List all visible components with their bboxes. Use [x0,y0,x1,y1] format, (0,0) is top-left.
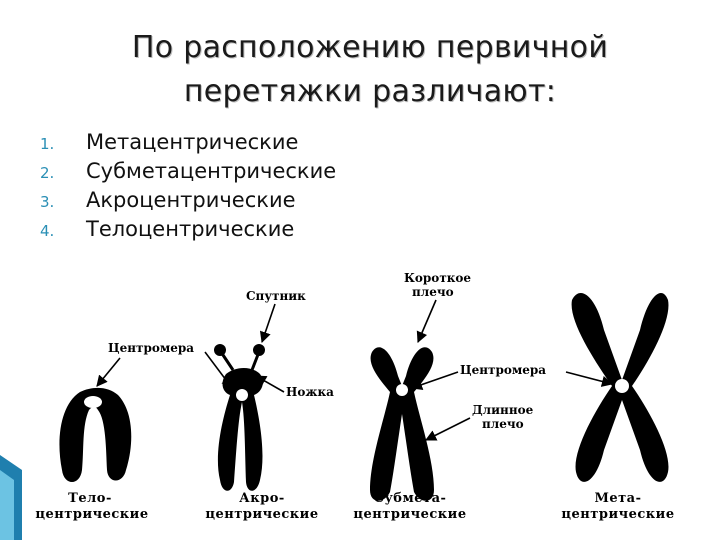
list-number: 4. [40,222,55,240]
list-item: 2. Субметацентрические [40,159,336,188]
list-number: 2. [40,164,55,182]
slide-title: По расположению первичной перетяжки разл… [60,26,680,114]
list-label: Субметацентрические [86,159,337,183]
title-line-2: перетяжки различают: [183,74,557,109]
caption-submetacentric-2: центрические [353,507,466,522]
caption-acrocentric-2: центрические [205,507,318,522]
label-centromere-left: Центромера [108,341,194,355]
list-item: 4. Телоцентрические [40,217,336,246]
label-long-arm-1: Длинное [472,403,534,417]
acrocentric-chromosome [214,344,265,491]
label-centromere-right: Центромера [460,363,546,377]
list-number: 3. [40,193,55,211]
list-item: 1. Метацентрические [40,130,336,159]
label-sputnik: Спутник [246,289,306,303]
telocentric-chromosome [59,387,132,482]
caption-telocentric-1: Тело- [68,491,112,506]
list-item: 3. Акроцентрические [40,188,336,217]
type-list: 1. Метацентрические 2. Субметацентрическ… [40,130,336,246]
submetacentric-chromosome [370,347,434,501]
caption-metacentric-1: Мета- [594,491,641,506]
label-nozhka: Ножка [286,385,334,399]
caption-metacentric-2: центрические [561,507,674,522]
label-short-arm-1: Короткое [404,271,471,285]
list-label: Метацентрические [86,130,299,154]
metacentric-chromosome [571,292,669,482]
label-long-arm-2: плечо [482,417,524,431]
caption-submetacentric-1: Субмета- [374,491,447,506]
caption-acrocentric-1: Акро- [239,491,285,506]
caption-telocentric-2: центрические [35,507,148,522]
label-short-arm-2: плечо [412,285,454,299]
list-number: 1. [40,135,55,153]
list-label: Акроцентрические [86,188,296,212]
list-label: Телоцентрические [86,217,295,241]
title-line-1: По расположению первичной [131,30,609,65]
